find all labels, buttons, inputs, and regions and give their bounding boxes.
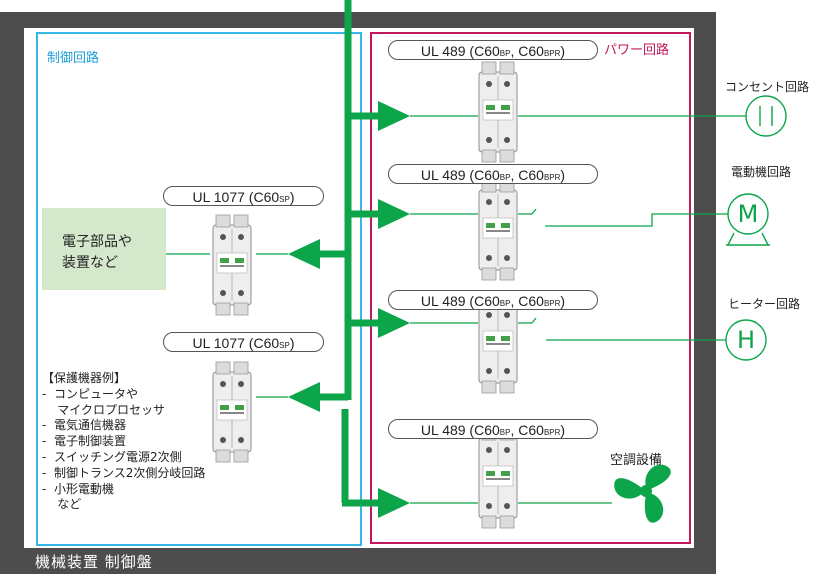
rating-model: UL 1077	[192, 335, 245, 351]
rating-ul1077-1: UL 1077 (C60SP)	[163, 186, 324, 206]
example-item: マイクロプロセッサ	[42, 402, 166, 417]
control-circuit-title: 制御回路	[47, 51, 100, 66]
rating-suffix: BPR	[543, 173, 561, 182]
example-item: - 電子制御装置	[42, 434, 126, 449]
rating-model: UL 1077	[192, 189, 245, 205]
electronic-device-label: 電子部品や 装置など	[62, 232, 132, 274]
heater-icon	[725, 319, 767, 361]
motor-symbol-letter: M	[737, 200, 759, 228]
rating-suffix: BP	[499, 173, 511, 182]
rating-suffix: SP	[279, 195, 290, 204]
breaker-ul489-outlet	[478, 61, 518, 163]
rating-part: C60	[474, 293, 500, 309]
rating-part: C60	[474, 43, 500, 59]
rating-ul489-motor: UL 489 (C60BP, C60BPR)	[388, 164, 598, 184]
rating-ul489-outlet: UL 489 (C60BP, C60BPR)	[388, 40, 598, 60]
rating-part: C60	[474, 167, 500, 183]
rating-model: UL 489	[420, 167, 466, 183]
rating-part: C60	[518, 43, 544, 59]
rating-model: UL 489	[420, 422, 466, 438]
device-label-line: 装置など	[62, 255, 118, 271]
main-feed-lines	[318, 0, 380, 507]
rating-suffix: BPR	[543, 299, 561, 308]
protected-equipment-examples: 【保護機器例】 - コンピュータや マイクロプロセッサ - 電気通信機器 - 電…	[42, 371, 205, 513]
example-item: - コンピュータや	[42, 386, 138, 401]
rating-suffix: BP	[499, 49, 511, 58]
rating-model: UL 489	[420, 43, 466, 59]
breaker-ul1077-1	[212, 214, 252, 316]
heater-circuit-label: ヒーター回路	[728, 297, 801, 311]
outlet-circuit-label: コンセント回路	[725, 80, 810, 94]
example-item: - 電気通信機器	[42, 418, 126, 433]
rating-ul489-hvac: UL 489 (C60BP, C60BPR)	[388, 419, 598, 439]
heater-symbol-letter: H	[736, 326, 756, 354]
rating-ul1077-2: UL 1077 (C60SP)	[163, 332, 324, 352]
rating-part: C60	[253, 335, 280, 351]
rating-suffix: BPR	[543, 428, 561, 437]
branch-wires	[166, 115, 746, 504]
fan-icon	[614, 464, 671, 523]
breaker-ul1077-2	[212, 361, 252, 463]
example-item: - 小形電動機	[42, 481, 114, 496]
breaker-ul489-motor	[478, 179, 518, 281]
rating-ul489-heater: UL 489 (C60BP, C60BPR)	[388, 290, 598, 310]
rating-part: C60	[518, 293, 544, 309]
examples-heading: 【保護機器例】	[42, 371, 127, 385]
power-circuit-title: パワー回路	[602, 39, 672, 58]
motor-circuit-label: 電動機回路	[731, 165, 792, 179]
power-circuit-box	[370, 32, 691, 544]
rating-part: C60	[474, 422, 500, 438]
control-panel-title: 機械装置 制御盤	[35, 553, 153, 571]
hvac-label: 空調設備	[610, 453, 663, 468]
rating-suffix: SP	[279, 341, 290, 350]
rating-suffix: BP	[499, 299, 511, 308]
rating-suffix: BP	[499, 428, 511, 437]
feed-arrows	[288, 101, 410, 518]
example-item: など	[42, 497, 82, 512]
rating-part: C60	[518, 422, 544, 438]
example-item: - スイッチング電源2次側	[42, 449, 182, 464]
rating-suffix: BPR	[543, 49, 561, 58]
rating-model: UL 489	[420, 293, 466, 309]
control-circuit-box	[36, 32, 362, 546]
rating-part: C60	[518, 167, 544, 183]
rating-part: C60	[253, 189, 280, 205]
motor-icon	[726, 193, 770, 246]
device-label-line: 電子部品や	[62, 234, 132, 250]
electronic-device-box	[42, 208, 166, 290]
example-item: - 制御トランス2次側分岐回路	[42, 465, 206, 480]
outlet-icon	[745, 95, 787, 137]
breaker-ul489-hvac	[478, 427, 518, 529]
